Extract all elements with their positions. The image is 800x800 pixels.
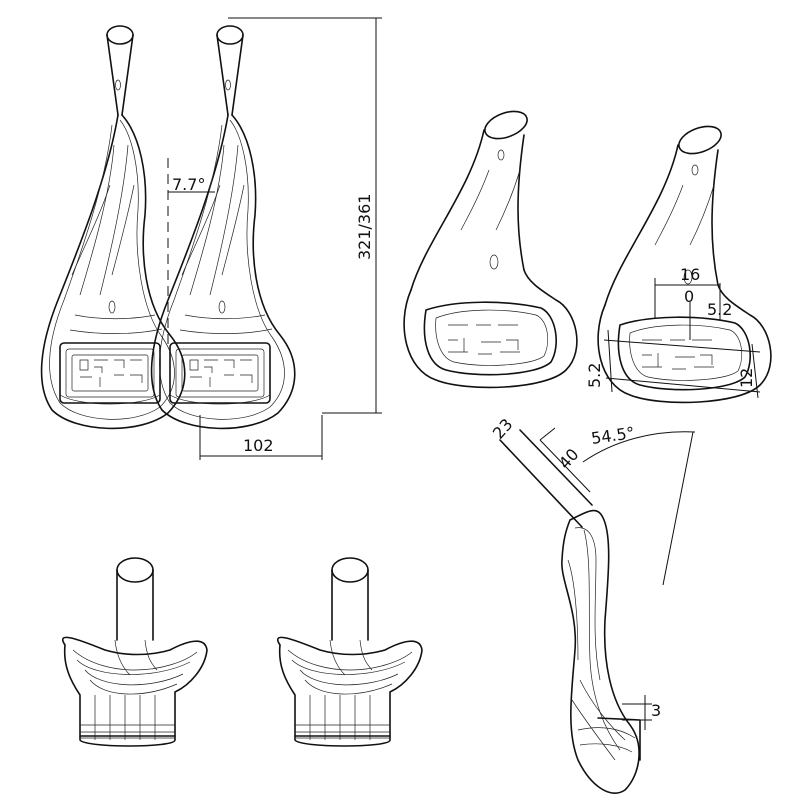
pad-length-dimension xyxy=(654,278,721,320)
height-label: 321/361 xyxy=(355,194,374,260)
pad-width-dimension xyxy=(603,329,761,399)
pad-side-label: 5.2 xyxy=(585,363,604,388)
rise-angle-leg xyxy=(662,431,694,586)
pad-offset-label: 0 xyxy=(684,287,694,306)
front-view-right xyxy=(150,25,296,430)
extension-length-label: 40 xyxy=(555,445,583,473)
rise-angle-arc xyxy=(582,431,696,463)
extension-length-dimension xyxy=(539,427,591,493)
cup-height-label: 3 xyxy=(651,701,661,720)
pad-length-label: 16 xyxy=(680,265,700,284)
angle-label: 7.7° xyxy=(172,175,205,194)
pad-width-label: 12 xyxy=(737,368,756,388)
perspective-view-right xyxy=(597,120,772,404)
rise-angle-label: 54.5° xyxy=(590,423,636,448)
end-view-left xyxy=(61,557,208,747)
width-dimension-line xyxy=(199,415,323,460)
perspective-view-left xyxy=(403,105,578,389)
end-view-right xyxy=(276,557,423,747)
extension-diameter-label: 23 xyxy=(489,415,517,443)
front-view-left xyxy=(40,25,186,430)
width-label: 102 xyxy=(243,436,274,455)
pad-margin-label: 5.2 xyxy=(707,300,732,319)
side-profile-view xyxy=(499,429,652,794)
height-extension-lines xyxy=(228,17,382,414)
